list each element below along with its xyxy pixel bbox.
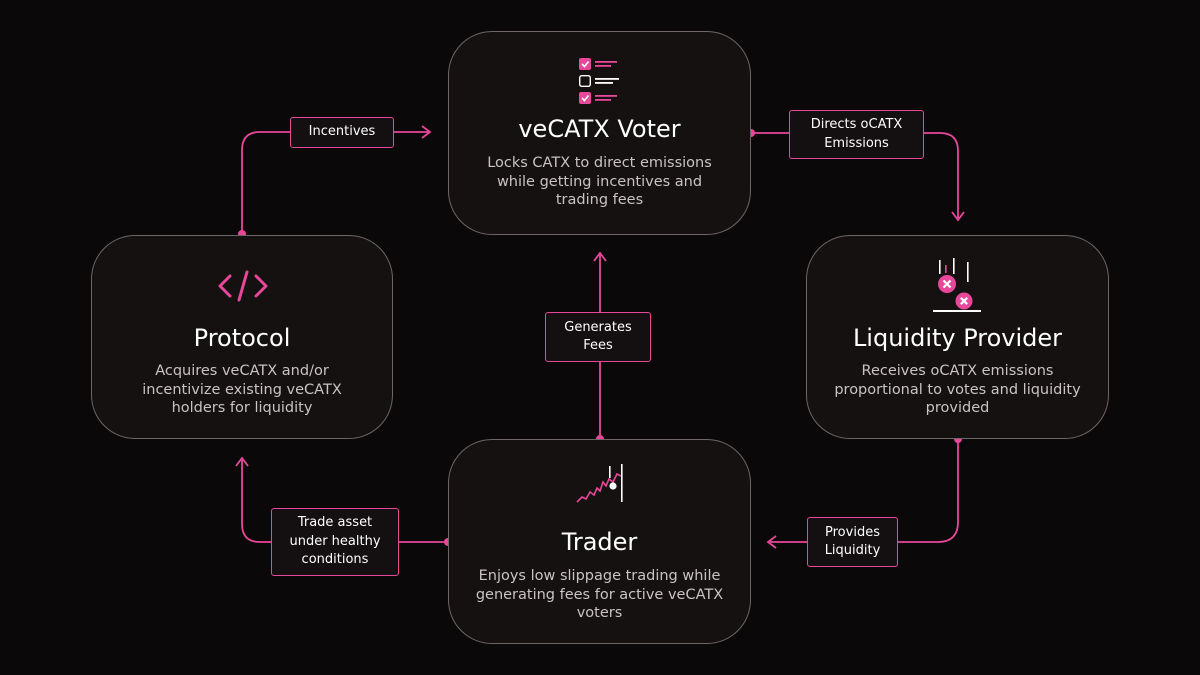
edge-provides-arrowhead <box>766 535 777 549</box>
chart-icon <box>576 464 623 503</box>
checklist-icon <box>579 58 619 104</box>
node-trader: Trader Enjoys low slippage trading while… <box>448 439 751 644</box>
node-title: Protocol <box>193 324 291 352</box>
edge-label-provides-liquidity: Provides Liquidity <box>807 517 898 567</box>
edge-label-generates-fees: Generates Fees <box>545 312 651 362</box>
node-liquidity-provider: Liquidity Provider Receives oCATX emissi… <box>806 235 1109 439</box>
node-vecatx-voter: veCATX Voter Locks CATX to direct emissi… <box>448 31 751 235</box>
node-title: veCATX Voter <box>518 115 681 143</box>
node-description: Enjoys low slippage trading while genera… <box>475 568 724 621</box>
edge-directs-line <box>751 132 959 218</box>
edge-label-incentives: Incentives <box>290 117 394 148</box>
edge-label-directs-emissions: Directs oCATX Emissions <box>789 110 924 159</box>
edge-trade-line <box>241 460 448 543</box>
node-description: Locks CATX to direct emissions while get… <box>487 155 712 208</box>
edge-incentives-arrowhead <box>421 125 432 139</box>
edge-label-trade-asset: Trade asset under healthy conditions <box>271 508 399 576</box>
edge-trade-arrowhead <box>235 456 249 467</box>
node-title: Trader <box>561 528 638 556</box>
node-protocol: Protocol Acquires veCATX and/or incentiv… <box>91 235 393 439</box>
code-icon <box>218 270 268 302</box>
node-description: Receives oCATX emissions proportional to… <box>834 363 1081 416</box>
node-title: Liquidity Provider <box>852 324 1063 352</box>
edge-directs-arrowhead <box>951 211 965 222</box>
node-description: Acquires veCATX and/or incentivize exist… <box>142 363 342 416</box>
edge-incentives-line <box>241 131 428 234</box>
edge-provides-line <box>770 439 959 543</box>
edge-generates-arrowhead <box>593 251 607 262</box>
falling-coins-icon <box>933 258 981 312</box>
